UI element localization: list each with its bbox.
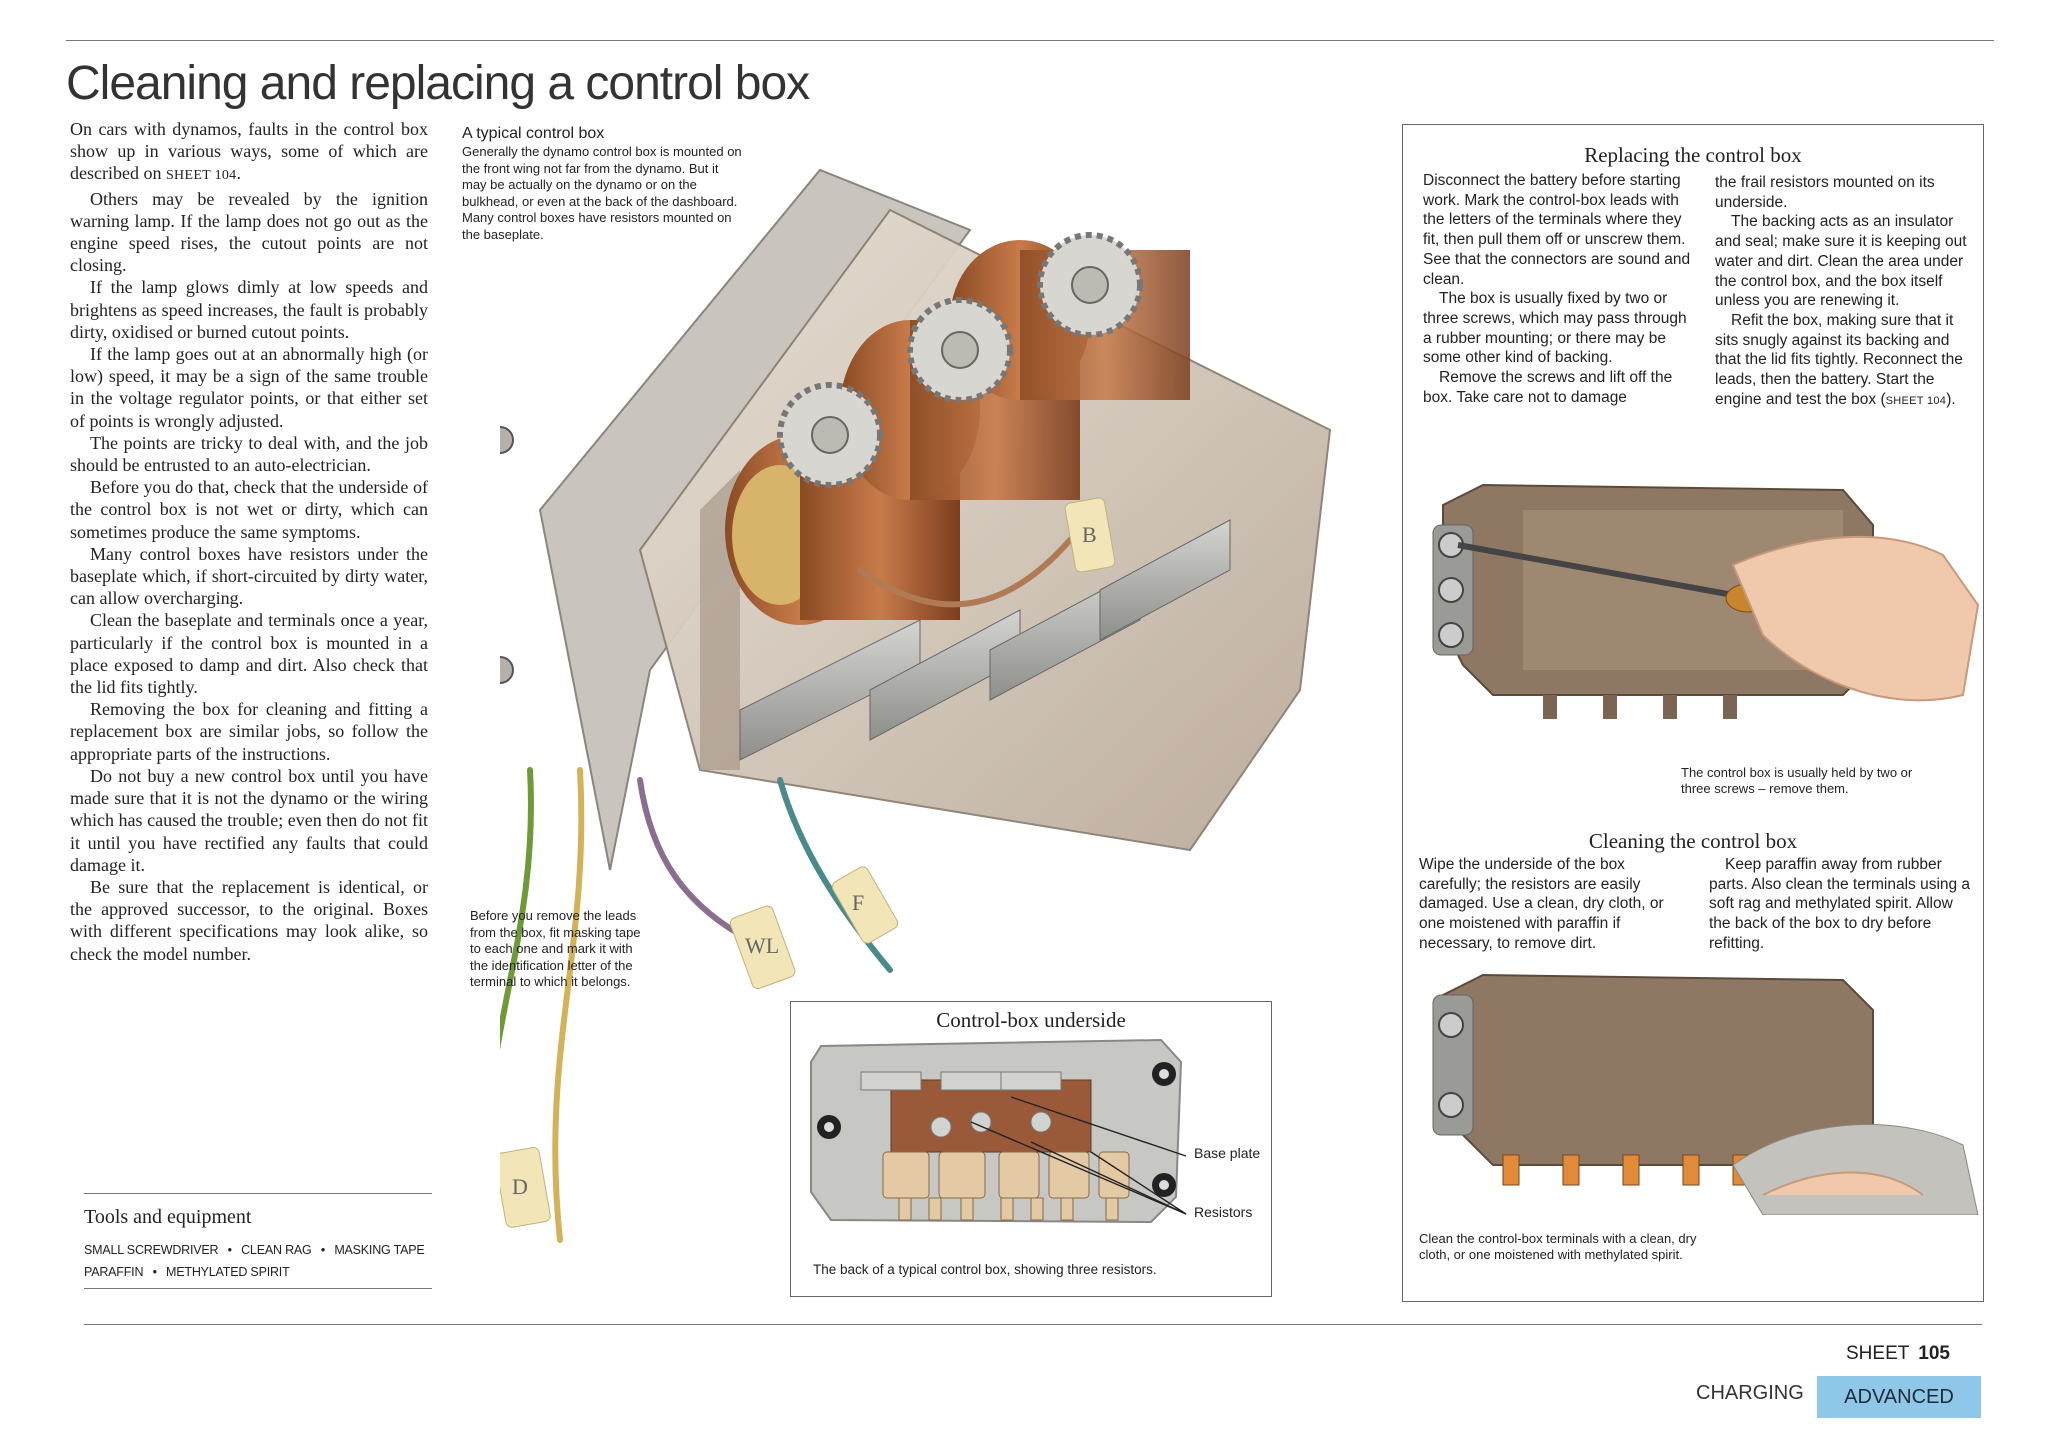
bullet: •	[152, 1265, 157, 1279]
tools-box: Tools and equipment Small screwdriver • …	[84, 1193, 432, 1289]
sheet-label: SHEET	[1846, 1343, 1910, 1364]
tool-item: Masking tape	[334, 1243, 425, 1257]
underside-inset: Control-box underside	[790, 1001, 1272, 1297]
top-rule	[66, 40, 1994, 41]
tool-item: Paraffin	[84, 1265, 144, 1279]
bullet: •	[320, 1243, 326, 1257]
bullet: •	[227, 1243, 232, 1257]
control-box-cutaway-illustration: B F WL E D	[500, 168, 1332, 1243]
sheet-number-value: 105	[1918, 1343, 1950, 1364]
wipe-caption: Clean the control-box terminals with a c…	[1419, 1231, 1697, 1262]
tools-list: Small screwdriver • Clean rag • Masking …	[84, 1239, 432, 1283]
main-paragraph: On cars with dynamos, faults in the cont…	[70, 119, 428, 184]
replacing-paragraph: Refit the box, making sure that it sits …	[1715, 311, 1963, 408]
cleaning-paragraph: Wipe the underside of the box carefully;…	[1419, 856, 1664, 952]
underside-caption: The back of a typical control box, showi…	[813, 1262, 1157, 1277]
section-label: CHARGING	[1696, 1382, 1804, 1404]
tag-f: F	[852, 890, 864, 915]
cleaning-column-right: Keep paraffin away from rubber parts. Al…	[1709, 855, 1977, 954]
replacing-column-right: the frail resistors mounted on its under…	[1715, 173, 1977, 411]
adjuster-cams	[777, 232, 1143, 488]
main-paragraph: If the lamp goes out at an abnormally hi…	[70, 344, 428, 431]
screwdriver-removal-illustration	[1432, 483, 1980, 719]
main-paragraph: Others may be revealed by the ignition w…	[70, 188, 428, 276]
tag-wl: WL	[745, 933, 779, 958]
replacing-paragraph: the frail resistors mounted on its under…	[1715, 174, 1935, 211]
main-paragraph: Many control boxes have resistors under …	[70, 543, 428, 609]
typical-text: Generally the dynamo control box is moun…	[462, 144, 742, 242]
replacing-paragraph: Remove the screws and lift off the box. …	[1423, 369, 1673, 406]
difficulty-badge: ADVANCED	[1817, 1376, 1981, 1418]
typical-title: A typical control box	[462, 125, 605, 142]
lead-tags: B F WL E D	[500, 497, 1116, 1228]
replacing-paragraph: Disconnect the battery before starting w…	[1423, 172, 1691, 288]
tool-item: Small screwdriver	[84, 1243, 219, 1257]
underside-title: Control-box underside	[936, 1008, 1126, 1032]
main-paragraph: The points are tricky to deal with, and …	[70, 432, 428, 476]
sheet-reference: SHEET 104	[165, 168, 237, 184]
cable-sockets	[500, 426, 514, 684]
underside-illustration	[810, 1038, 1187, 1224]
tool-item: Methylated spirit	[166, 1265, 290, 1279]
replacing-paragraph: The backing acts as an insulator and sea…	[1715, 213, 1967, 310]
main-paragraph: Do not buy a new control box until you h…	[70, 765, 428, 875]
cleaning-title: Cleaning the control box	[1588, 829, 1798, 853]
tag-b: B	[1082, 522, 1097, 547]
main-paragraph: Before you do that, check that the under…	[70, 477, 428, 542]
bottom-rule	[84, 1324, 1982, 1325]
replacing-title: Replacing the control box	[1584, 143, 1802, 167]
tools-title: Tools and equipment	[84, 1206, 252, 1228]
label-resistors: Resistors	[1194, 1204, 1253, 1220]
cleaning-terminals-illustration	[1432, 973, 1979, 1215]
main-paragraph: Be sure that the replacement is identica…	[70, 876, 428, 964]
replacing-paragraph: The box is usually fixed by two or three…	[1423, 290, 1687, 367]
typical-control-box-caption: A typical control box Generally the dyna…	[462, 124, 742, 243]
sheet-reference: SHEET 104	[1885, 394, 1947, 407]
sheet-number: SHEET 105	[1846, 1343, 1950, 1365]
replacing-column-left: Disconnect the battery before starting w…	[1423, 171, 1693, 407]
tool-item: Clean rag	[241, 1243, 312, 1257]
label-base-plate: Base plate	[1194, 1145, 1261, 1161]
main-paragraph: Removing the box for cleaning and fittin…	[70, 699, 428, 764]
armature-brackets	[739, 519, 1231, 761]
main-paragraph: Clean the baseplate and terminals once a…	[70, 610, 428, 698]
instructions-panel: Replacing the control box Disconnect the…	[1402, 124, 1984, 1302]
cleaning-paragraph: Keep paraffin away from rubber parts. Al…	[1709, 856, 1971, 952]
page-title: Cleaning and replacing a control box	[66, 57, 810, 110]
main-text-column: On cars with dynamos, faults in the cont…	[70, 118, 428, 965]
leads-caption: Before you remove the leads from the box…	[470, 908, 641, 989]
main-paragraph: If the lamp glows dimly at low speeds an…	[70, 277, 428, 342]
cleaning-column-left: Wipe the underside of the box carefully;…	[1419, 855, 1687, 954]
screw-caption: The control box is usually held by two o…	[1681, 765, 1913, 796]
tag-d: D	[512, 1174, 528, 1199]
